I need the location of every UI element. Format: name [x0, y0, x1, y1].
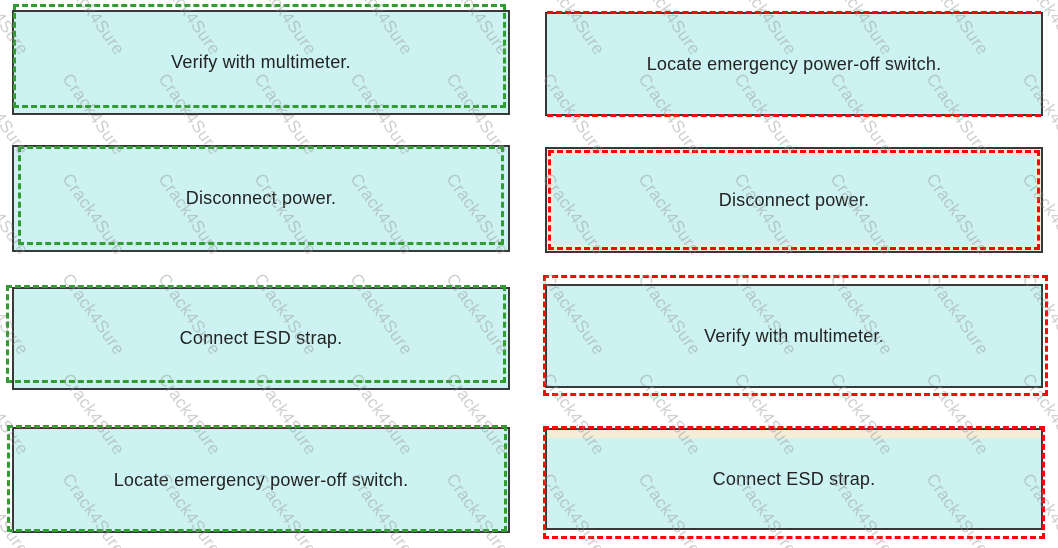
step-label: Disconnect power. — [185, 188, 337, 208]
step-label: Verify with multimeter. — [171, 52, 351, 72]
step-label: Disconnect power. — [718, 189, 870, 210]
step-card-right-1[interactable]: Locate emergency power-off switch. — [545, 11, 1043, 117]
step-label: Locate emergency power-off switch. — [113, 469, 409, 490]
step-card-right-4[interactable]: Connect ESD strap. — [543, 426, 1045, 539]
step-label: Locate emergency power-off switch. — [646, 53, 942, 74]
step-card-left-4[interactable]: Locate emergency power-off switch. — [7, 425, 510, 533]
step-card-left-2[interactable]: Disconnect power. — [12, 145, 510, 252]
step-label: Connect ESD strap. — [179, 328, 343, 348]
step-card-right-3[interactable]: Verify with multimeter. — [543, 275, 1048, 396]
step-card-left-3[interactable]: Connect ESD strap. — [6, 285, 510, 390]
step-card-right-2[interactable]: Disconnect power. — [545, 147, 1043, 253]
step-card-left-1[interactable]: Verify with multimeter. — [12, 4, 510, 115]
step-label: Verify with multimeter. — [704, 325, 884, 346]
step-label: Connect ESD strap. — [712, 468, 876, 489]
